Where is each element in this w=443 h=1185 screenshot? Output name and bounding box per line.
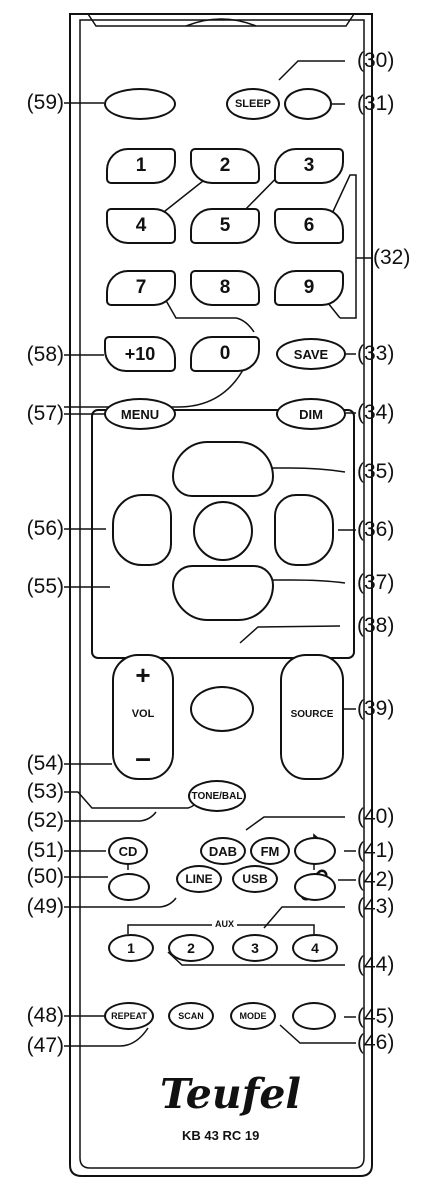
callout-48: (48) bbox=[26, 1004, 64, 1027]
callout-52: (52) bbox=[26, 809, 64, 832]
number-2-button[interactable]: 2 bbox=[190, 148, 260, 184]
callout-43: (43) bbox=[357, 895, 395, 918]
callout-55: (55) bbox=[26, 575, 64, 598]
callout-41: (41) bbox=[357, 839, 395, 862]
callout-57: (57) bbox=[26, 402, 64, 425]
number-3-button[interactable]: 3 bbox=[274, 148, 344, 184]
callout-59: (59) bbox=[26, 91, 64, 114]
callout-38: (38) bbox=[357, 614, 395, 637]
scan-button[interactable]: SCAN bbox=[168, 1002, 214, 1030]
volume-up-label: + bbox=[135, 660, 151, 690]
callout-39: (39) bbox=[357, 697, 395, 720]
next-button[interactable] bbox=[274, 494, 334, 566]
callout-37: (37) bbox=[357, 571, 395, 594]
callout-47: (47) bbox=[26, 1034, 64, 1057]
callout-45: (45) bbox=[357, 1005, 395, 1028]
callout-54: (54) bbox=[26, 752, 64, 775]
remote-top-notch bbox=[87, 13, 355, 27]
dab-button[interactable]: DAB bbox=[200, 837, 246, 865]
usb-button[interactable]: USB bbox=[232, 865, 278, 893]
remote-inner-edge bbox=[79, 19, 365, 1169]
source-rocker[interactable] bbox=[280, 654, 344, 780]
save-button[interactable]: SAVE bbox=[276, 338, 346, 370]
callout-56: (56) bbox=[26, 517, 64, 540]
line-button[interactable]: LINE bbox=[176, 865, 222, 893]
previous-button[interactable] bbox=[112, 494, 172, 566]
link-button[interactable] bbox=[294, 873, 336, 901]
aux-3-button[interactable]: 3 bbox=[232, 934, 278, 962]
callout-40: (40) bbox=[357, 805, 395, 828]
volume-rocker[interactable] bbox=[112, 654, 174, 780]
source-panel-frame bbox=[91, 409, 355, 659]
callout-35: (35) bbox=[357, 460, 395, 483]
mute-button[interactable] bbox=[284, 88, 332, 120]
model-number: KB 43 RC 19 bbox=[182, 1128, 260, 1143]
callout-42: (42) bbox=[357, 868, 395, 891]
fm-button[interactable]: FM bbox=[250, 837, 290, 865]
volume-down-label: – bbox=[135, 742, 151, 773]
callout-58: (58) bbox=[26, 343, 64, 366]
eject-button[interactable] bbox=[108, 873, 150, 901]
remote-body bbox=[69, 13, 373, 1177]
info-button[interactable] bbox=[292, 1002, 336, 1030]
mode-button[interactable]: MODE bbox=[230, 1002, 276, 1030]
callout-46: (46) bbox=[357, 1031, 395, 1054]
cd-button[interactable]: CD bbox=[108, 837, 148, 865]
callout-49: (49) bbox=[26, 895, 64, 918]
dim-button[interactable]: DIM bbox=[276, 398, 346, 430]
tone-bal-button[interactable]: TONE/BAL bbox=[188, 780, 246, 812]
number-7-button[interactable]: 7 bbox=[106, 270, 176, 306]
brand-logo: Teufel bbox=[160, 1070, 301, 1118]
repeat-button[interactable]: REPEAT bbox=[104, 1002, 154, 1030]
aux-1-button[interactable]: 1 bbox=[108, 934, 154, 962]
callout-51: (51) bbox=[26, 839, 64, 862]
callout-44: (44) bbox=[357, 953, 395, 976]
callout-36: (36) bbox=[357, 518, 395, 541]
menu-button[interactable]: MENU bbox=[104, 398, 176, 430]
volume-label: VOL bbox=[131, 708, 155, 720]
callout-34: (34) bbox=[357, 401, 395, 424]
callout-53: (53) bbox=[26, 780, 64, 803]
callout-31: (31) bbox=[357, 92, 395, 115]
sleep-button[interactable]: SLEEP bbox=[226, 88, 280, 120]
callout-30: (30) bbox=[357, 49, 395, 72]
number-8-button[interactable]: 8 bbox=[190, 270, 260, 306]
plus10-button[interactable]: +10 bbox=[104, 336, 176, 372]
source-label: SOURCE bbox=[290, 709, 334, 720]
aux-label: AUX bbox=[212, 919, 238, 929]
bluetooth-button[interactable] bbox=[294, 837, 336, 865]
aux-2-button[interactable]: 2 bbox=[168, 934, 214, 962]
callout-33: (33) bbox=[357, 342, 395, 365]
number-4-button[interactable]: 4 bbox=[106, 208, 176, 244]
stop-button[interactable] bbox=[190, 686, 254, 732]
number-0-button[interactable]: 0 bbox=[190, 336, 260, 372]
number-1-button[interactable]: 1 bbox=[106, 148, 176, 184]
down-button[interactable] bbox=[172, 565, 274, 621]
number-5-button[interactable]: 5 bbox=[190, 208, 260, 244]
callout-32: (32) bbox=[373, 246, 411, 269]
number-6-button[interactable]: 6 bbox=[274, 208, 344, 244]
callout-50: (50) bbox=[26, 865, 64, 888]
up-button[interactable] bbox=[172, 441, 274, 497]
number-9-button[interactable]: 9 bbox=[274, 270, 344, 306]
aux-4-button[interactable]: 4 bbox=[292, 934, 338, 962]
play-pause-button[interactable] bbox=[193, 501, 253, 561]
power-button[interactable] bbox=[104, 88, 176, 120]
remote-top-arc bbox=[185, 18, 257, 27]
